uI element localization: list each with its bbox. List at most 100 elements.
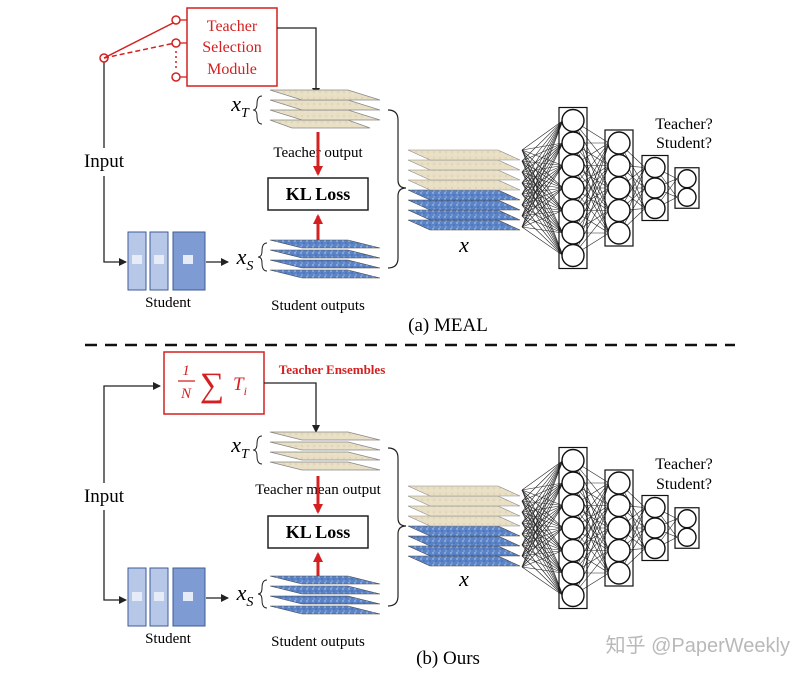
network-edge	[521, 460, 564, 568]
network-edge	[521, 460, 564, 513]
network-node	[607, 561, 631, 585]
network-edge	[521, 120, 564, 206]
discriminator-network	[521, 106, 700, 270]
discriminator-network	[521, 446, 700, 610]
network-node	[607, 493, 631, 518]
network-edge	[521, 566, 564, 596]
network-edge	[521, 527, 564, 568]
student-label: Student	[145, 631, 192, 647]
network-layer	[641, 494, 669, 562]
caption-a: (a) MEAL	[408, 315, 488, 336]
xt-label: xT	[230, 91, 250, 121]
input-to-student-arrow	[103, 510, 127, 604]
network-edge	[521, 226, 564, 234]
network-node	[561, 448, 585, 473]
combined-stack	[407, 485, 521, 567]
combined-stack	[407, 149, 521, 231]
teacher-output-stack	[269, 89, 381, 129]
summation-icon: ∑	[200, 367, 224, 404]
network-node	[644, 537, 666, 560]
network-node	[561, 198, 585, 223]
discriminator-line-2: Student?	[656, 135, 712, 152]
discriminator-line-1: Teacher?	[655, 456, 713, 473]
network-edge	[521, 460, 564, 535]
student-output-stack	[269, 239, 381, 279]
student-network	[127, 567, 206, 627]
kl-loss-box	[267, 177, 369, 211]
module-to-teacher-arrow	[277, 27, 320, 96]
network-layer	[604, 129, 634, 247]
network-node	[561, 176, 585, 200]
network-node	[644, 517, 666, 539]
network-layer	[604, 469, 634, 587]
input-label: Input	[84, 151, 125, 172]
caption-b: (b) Ours	[416, 648, 480, 669]
network-edge	[521, 505, 564, 568]
network-edge	[521, 215, 564, 234]
network-node	[677, 169, 697, 189]
network-edge	[521, 555, 564, 596]
network-node	[561, 153, 585, 178]
network-layer	[641, 154, 669, 222]
kl-loss-label: KL Loss	[286, 522, 351, 542]
network-edge	[521, 550, 564, 568]
network-edge	[521, 460, 564, 524]
kl-loss-box	[267, 515, 369, 549]
teacher-output-stack	[269, 431, 381, 471]
network-edge	[521, 120, 564, 162]
network-edge	[521, 460, 564, 546]
network-layer	[558, 106, 588, 270]
network-node	[644, 177, 666, 199]
network-node	[607, 221, 631, 245]
network-edge	[521, 555, 564, 574]
panel-b: Input 1 N ∑ Ti Teacher Ensembles xT Teac…	[84, 351, 713, 669]
input-flow-line	[103, 58, 126, 262]
network-edge	[521, 460, 564, 491]
student-label: Student	[145, 295, 192, 311]
network-node	[561, 471, 585, 495]
network-edge	[521, 165, 564, 217]
network-edge	[521, 210, 564, 228]
network-node	[561, 131, 585, 155]
network-node	[607, 176, 631, 200]
network-edge	[521, 120, 564, 195]
network-node	[607, 153, 631, 178]
xs-label: xS	[236, 244, 254, 274]
network-node	[607, 131, 631, 155]
network-node	[561, 516, 585, 540]
network-edge	[521, 142, 564, 217]
teacher-ensembles-title: Teacher Ensembles	[279, 362, 386, 377]
input-to-ensemble-arrow	[103, 382, 161, 483]
network-edge	[521, 120, 564, 173]
ensemble-term: Ti	[233, 374, 247, 398]
network-node	[607, 538, 631, 563]
student-network	[127, 231, 206, 291]
ensemble-to-teacher-arrow	[264, 382, 320, 433]
network-edge	[618, 142, 646, 209]
network-edge	[572, 142, 610, 211]
network-node	[561, 538, 585, 563]
network-edge	[521, 482, 564, 557]
network-node	[607, 516, 631, 540]
network-edge	[572, 482, 610, 551]
merge-bracket	[387, 447, 407, 607]
input-label: Input	[84, 486, 125, 507]
x-label: x	[458, 566, 469, 591]
network-node	[677, 527, 697, 547]
xt-label: xT	[230, 432, 250, 462]
network-edge	[521, 120, 564, 184]
xs-label: xS	[236, 580, 254, 610]
panel-a: Input Teacher Selection Module xT	[84, 7, 713, 336]
network-edge	[521, 482, 564, 568]
discriminator-line-1: Teacher?	[655, 116, 713, 133]
network-layer	[674, 507, 700, 549]
network-node	[644, 156, 666, 179]
network-edge	[521, 566, 564, 574]
x-label: x	[458, 232, 469, 257]
teacher-module-line-2: Selection	[202, 39, 262, 56]
network-node	[644, 197, 666, 220]
network-edge	[521, 460, 564, 502]
network-node	[677, 509, 697, 529]
